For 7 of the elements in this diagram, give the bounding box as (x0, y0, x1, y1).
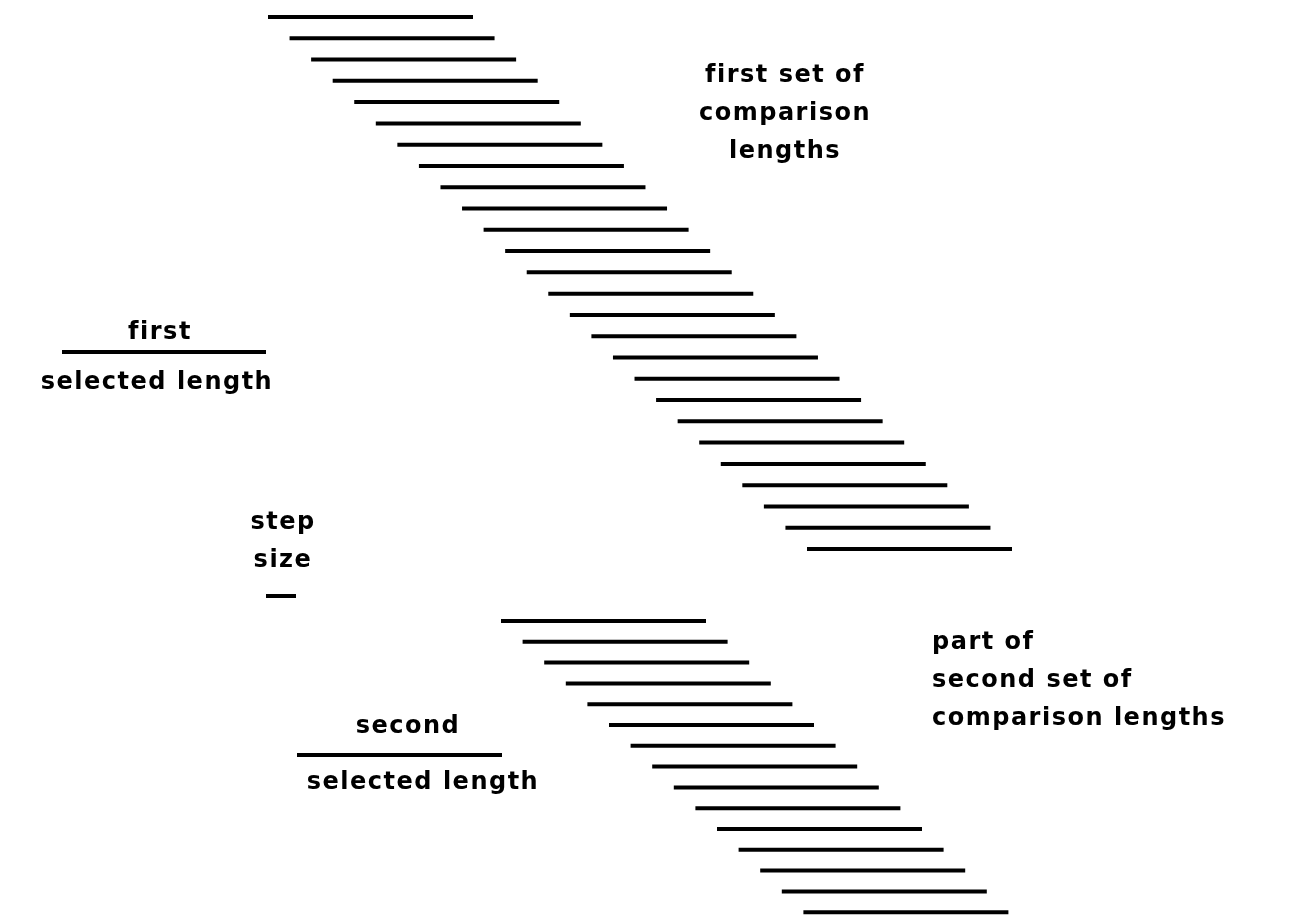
step-label: step size (250, 506, 316, 575)
length-label: selected length (40, 366, 274, 397)
length-label: second (355, 710, 461, 741)
length-label: selected length (306, 766, 540, 797)
group-label: part of second set of comparison lengths (932, 626, 1226, 733)
length-label: first (128, 316, 192, 347)
group-label: first set of comparison lengths (699, 59, 871, 166)
